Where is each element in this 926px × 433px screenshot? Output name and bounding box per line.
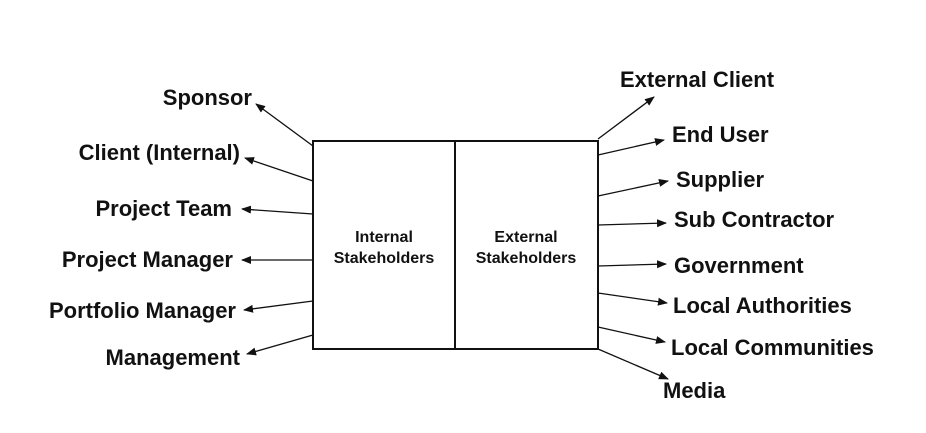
- arrow-portfolio-manager: [243, 300, 314, 313]
- arrow-media: [597, 348, 669, 380]
- arrow-client-internal: [244, 157, 314, 182]
- label-management: Management: [106, 345, 241, 370]
- label-media: Media: [663, 378, 726, 403]
- internal-title-line1: Internal: [355, 229, 413, 246]
- internal-stakeholders: Sponsor Client (Internal) Project Team P…: [49, 85, 314, 370]
- label-end-user: End User: [672, 122, 769, 147]
- external-title-line1: External: [494, 229, 557, 246]
- label-government: Government: [674, 253, 804, 278]
- arrow-management: [246, 334, 314, 356]
- arrow-external-client: [597, 96, 655, 140]
- label-sub-contractor: Sub Contractor: [674, 207, 835, 232]
- arrow-local-authorities: [597, 292, 668, 306]
- arrow-supplier: [597, 178, 669, 197]
- arrow-local-communities: [597, 326, 666, 344]
- label-sponsor: Sponsor: [163, 85, 253, 110]
- arrow-sub-contractor: [597, 219, 667, 228]
- label-project-manager: Project Manager: [62, 247, 234, 272]
- label-portfolio-manager: Portfolio Manager: [49, 298, 236, 323]
- label-supplier: Supplier: [676, 167, 764, 192]
- label-local-communities: Local Communities: [671, 335, 874, 360]
- label-project-team: Project Team: [95, 196, 232, 221]
- label-local-authorities: Local Authorities: [673, 293, 852, 318]
- arrow-government: [597, 260, 667, 269]
- internal-title-line2: Stakeholders: [334, 250, 435, 267]
- external-title-line2: Stakeholders: [476, 250, 577, 267]
- external-stakeholders: External Client End User Supplier Sub Co…: [597, 67, 874, 403]
- label-external-client: External Client: [620, 67, 775, 92]
- arrow-sponsor: [255, 103, 314, 147]
- arrow-end-user: [597, 138, 665, 156]
- arrow-project-team: [241, 205, 314, 215]
- label-client-internal: Client (Internal): [79, 140, 240, 165]
